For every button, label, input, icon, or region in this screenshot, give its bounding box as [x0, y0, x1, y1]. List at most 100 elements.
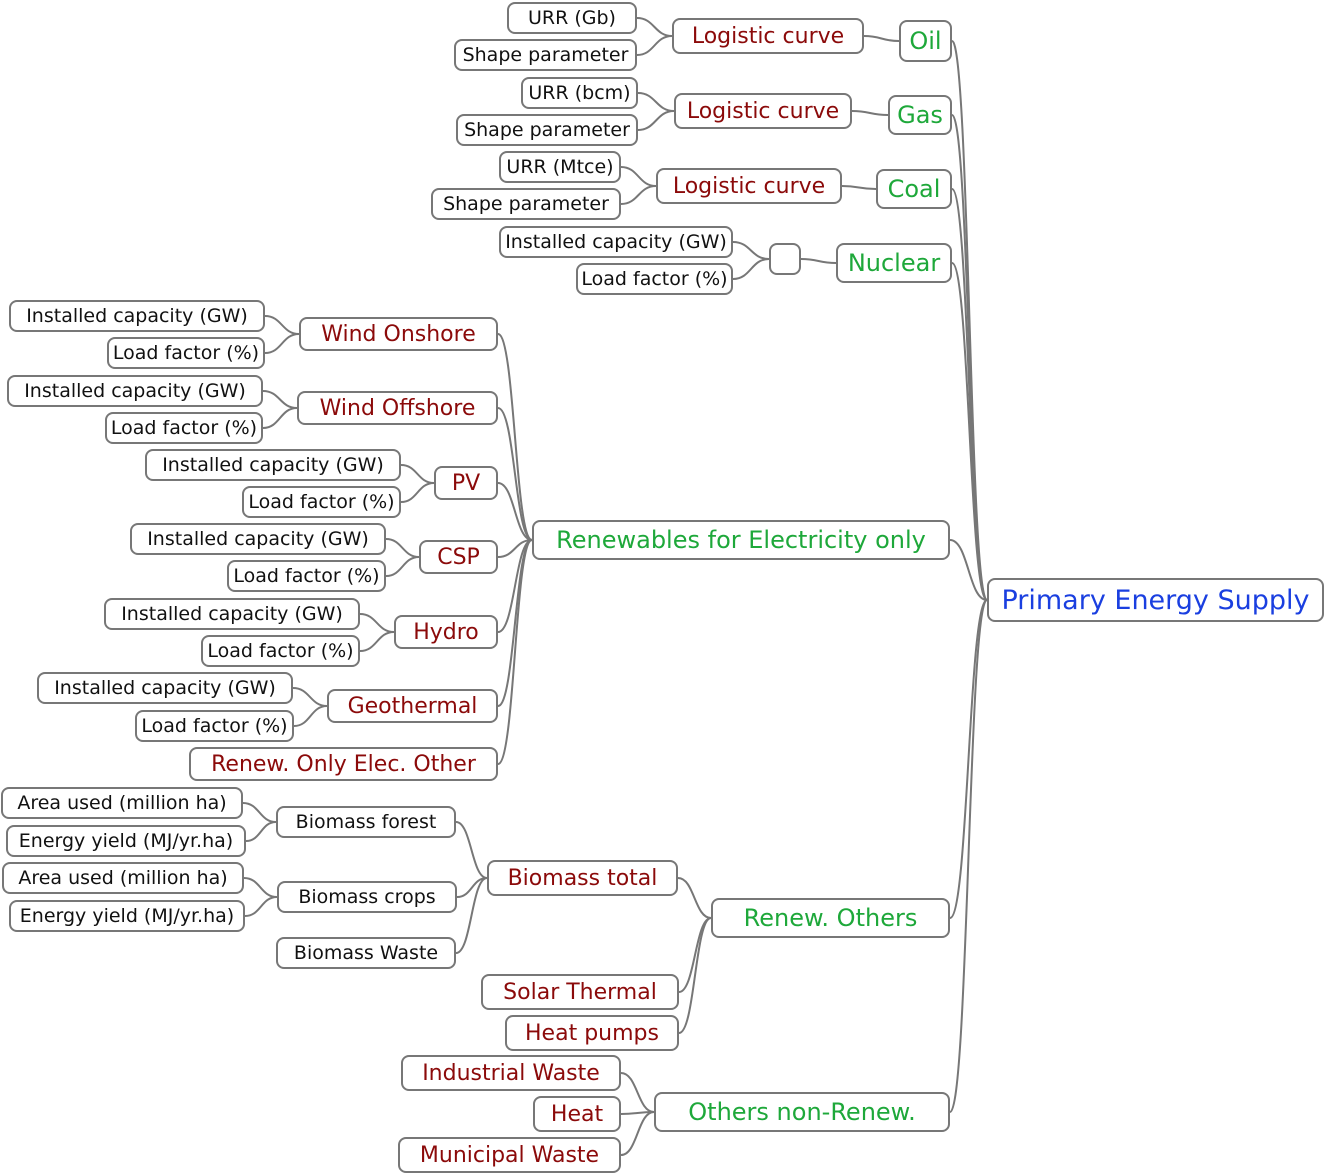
node-coal-logistic[interactable]: Logistic curve	[656, 168, 842, 204]
node-bio-forest[interactable]: Biomass forest	[276, 806, 456, 838]
node-hydro-cap[interactable]: Installed capacity (GW)	[104, 598, 360, 630]
connector-root-to-gas	[951, 114, 988, 601]
node-oil[interactable]: Oil	[899, 20, 952, 62]
connector-ren-elec-to-pv	[497, 482, 533, 541]
connector-non-ren-to-mun-waste	[620, 1111, 655, 1156]
node-solar-thermal[interactable]: Solar Thermal	[481, 974, 679, 1010]
connector-hydro-to-hydro-lf	[359, 631, 395, 652]
node-mun-waste[interactable]: Municipal Waste	[398, 1137, 621, 1173]
node-geo-cap[interactable]: Installed capacity (GW)	[37, 672, 293, 704]
connector-coal-to-coal-logistic	[841, 185, 877, 190]
connector-gas-logistic-to-gas-shape	[637, 110, 675, 131]
connector-bio-crops-to-bio-crops-yield	[244, 896, 278, 917]
connector-gas-logistic-to-gas-urr	[637, 92, 675, 112]
connector-geo-to-geo-lf	[293, 705, 328, 727]
node-gas[interactable]: Gas	[888, 95, 952, 135]
connector-ren-others-to-heat-pumps	[678, 917, 712, 1034]
connector-oil-logistic-to-oil-shape	[636, 35, 673, 56]
connector-csp-to-csp-lf	[385, 556, 420, 577]
node-bio-crops-yield[interactable]: Energy yield (MJ/yr.ha)	[9, 900, 245, 932]
connector-ren-elec-to-hydro	[497, 539, 533, 633]
node-gas-shape[interactable]: Shape parameter	[456, 114, 638, 146]
connector-wind-on-to-wind-on-cap	[264, 315, 300, 335]
node-coal-shape[interactable]: Shape parameter	[431, 188, 621, 220]
node-nuclear[interactable]: Nuclear	[836, 243, 952, 283]
node-wind-on-lf[interactable]: Load factor (%)	[107, 337, 265, 369]
node-ren-others[interactable]: Renew. Others	[711, 898, 950, 938]
connector-wind-off-to-wind-off-lf	[262, 407, 298, 429]
node-heat-pumps[interactable]: Heat pumps	[505, 1015, 679, 1051]
node-oil-urr[interactable]: URR (Gb)	[507, 2, 637, 34]
connector-ren-elec-to-ren-elec-other	[497, 539, 533, 765]
node-wind-off[interactable]: Wind Offshore	[297, 391, 498, 425]
node-bio-forest-area[interactable]: Area used (million ha)	[1, 787, 243, 819]
node-biomass-total[interactable]: Biomass total	[487, 860, 678, 896]
connector-ren-elec-to-geo	[497, 539, 533, 707]
connector-gas-to-gas-logistic	[851, 110, 889, 116]
node-bio-crops-area[interactable]: Area used (million ha)	[2, 862, 244, 894]
node-csp-lf[interactable]: Load factor (%)	[227, 560, 386, 592]
connector-root-to-ren-elec	[949, 539, 988, 601]
node-csp[interactable]: CSP	[419, 540, 498, 574]
node-bio-crops[interactable]: Biomass crops	[277, 881, 457, 913]
connector-wind-on-to-wind-on-lf	[264, 333, 300, 354]
connector-oil-logistic-to-oil-urr	[636, 17, 673, 37]
connector-wind-off-to-wind-off-cap	[262, 390, 298, 409]
node-pv-cap[interactable]: Installed capacity (GW)	[145, 449, 401, 481]
node-pv[interactable]: PV	[434, 466, 498, 500]
node-wind-on-cap[interactable]: Installed capacity (GW)	[9, 300, 265, 332]
connector-ren-elec-to-wind-on	[497, 333, 533, 541]
connector-root-to-nuclear	[951, 262, 988, 601]
connector-pv-to-pv-cap	[400, 464, 435, 484]
connector-biomass-total-to-bio-forest	[455, 821, 488, 879]
connector-coal-logistic-to-coal-urr	[620, 166, 657, 187]
connector-root-to-non-ren	[949, 599, 988, 1113]
connector-root-to-ren-others	[949, 599, 988, 919]
node-pv-lf[interactable]: Load factor (%)	[242, 486, 401, 518]
connector-ren-others-to-biomass-total	[677, 877, 712, 919]
connector-non-ren-to-ind-waste	[620, 1072, 655, 1113]
node-geo[interactable]: Geothermal	[327, 689, 498, 723]
connector-nuclear-to-nuclear-blank	[800, 258, 837, 264]
node-wind-off-lf[interactable]: Load factor (%)	[105, 412, 263, 444]
connector-hydro-to-hydro-cap	[359, 613, 395, 633]
node-hydro-lf[interactable]: Load factor (%)	[201, 635, 360, 667]
node-bio-waste[interactable]: Biomass Waste	[276, 937, 456, 969]
node-coal-urr[interactable]: URR (Mtce)	[499, 151, 621, 183]
node-heat[interactable]: Heat	[533, 1096, 621, 1132]
node-ren-elec-other[interactable]: Renew. Only Elec. Other	[189, 747, 498, 781]
node-root[interactable]: Primary Energy Supply	[987, 578, 1324, 622]
node-csp-cap[interactable]: Installed capacity (GW)	[130, 523, 386, 555]
connector-geo-to-geo-cap	[292, 687, 328, 707]
connector-nuclear-blank-to-nuclear-cap	[732, 241, 770, 260]
node-geo-lf[interactable]: Load factor (%)	[135, 710, 294, 742]
connector-root-to-oil	[951, 40, 988, 601]
node-non-ren[interactable]: Others non-Renew.	[654, 1092, 950, 1132]
connector-bio-forest-to-bio-forest-yield	[245, 821, 277, 842]
connector-pv-to-pv-lf	[400, 482, 435, 503]
node-gas-urr[interactable]: URR (bcm)	[521, 77, 638, 109]
node-ren-elec[interactable]: Renewables for Electricity only	[532, 520, 950, 560]
node-wind-on[interactable]: Wind Onshore	[299, 317, 498, 351]
node-ind-waste[interactable]: Industrial Waste	[401, 1055, 621, 1091]
node-gas-logistic[interactable]: Logistic curve	[674, 93, 852, 129]
node-hydro[interactable]: Hydro	[394, 615, 498, 649]
node-coal[interactable]: Coal	[876, 169, 952, 209]
connector-csp-to-csp-cap	[385, 538, 420, 558]
node-nuclear-blank[interactable]	[769, 243, 801, 275]
connector-bio-crops-to-bio-crops-area	[243, 877, 278, 898]
connector-bio-forest-to-bio-forest-area	[242, 802, 277, 823]
node-wind-off-cap[interactable]: Installed capacity (GW)	[7, 375, 263, 407]
connector-oil-to-oil-logistic	[863, 35, 900, 42]
connector-root-to-coal	[951, 188, 988, 601]
node-nuclear-cap[interactable]: Installed capacity (GW)	[499, 226, 733, 258]
node-oil-logistic[interactable]: Logistic curve	[672, 18, 864, 54]
connector-biomass-total-to-bio-waste	[455, 877, 488, 954]
node-oil-shape[interactable]: Shape parameter	[454, 39, 637, 71]
node-bio-forest-yield[interactable]: Energy yield (MJ/yr.ha)	[6, 825, 246, 857]
node-nuclear-lf[interactable]: Load factor (%)	[576, 263, 733, 295]
connector-nuclear-blank-to-nuclear-lf	[732, 258, 770, 280]
connector-coal-logistic-to-coal-shape	[620, 185, 657, 205]
